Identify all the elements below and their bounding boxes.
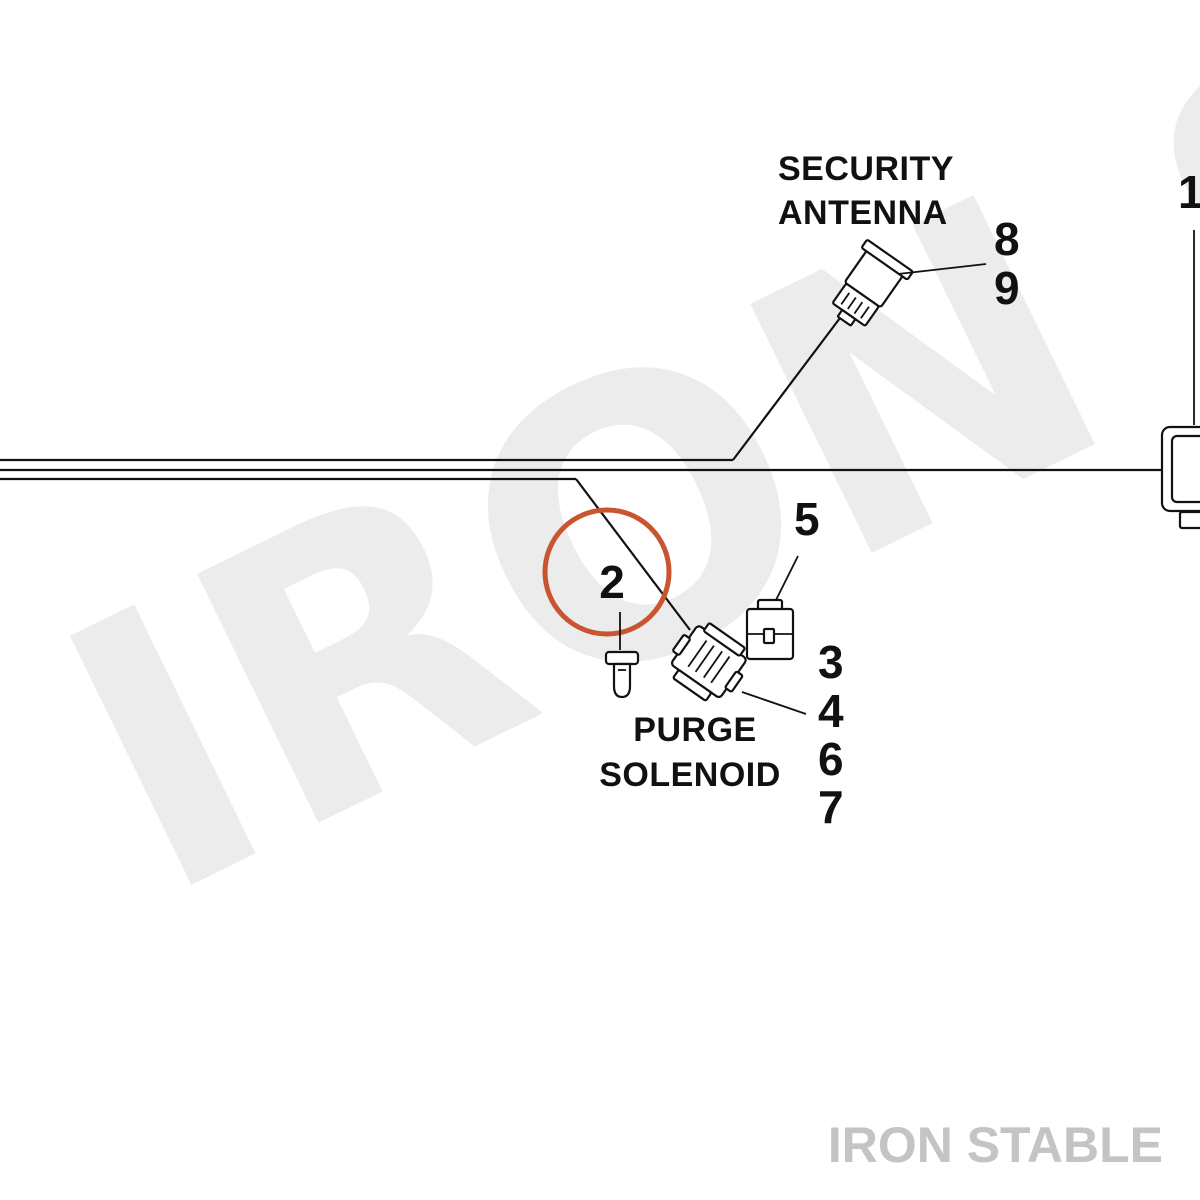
callout-2: 2: [599, 556, 625, 608]
leader-8-9: [897, 263, 987, 275]
security-antenna-label: SECURITY ANTENNA: [778, 150, 954, 232]
purge-solenoid-label: PURGE SOLENOID: [599, 711, 781, 794]
callout-7: 7: [818, 781, 844, 833]
watermark-diagonal: IRON STABLE: [5, 0, 1200, 981]
svg-text:SECURITY: SECURITY: [778, 150, 954, 188]
svg-text:PURGE: PURGE: [633, 711, 756, 749]
antenna-branch-wire: [732, 317, 841, 461]
callout-9: 9: [994, 262, 1020, 314]
right-edge-component: [1160, 230, 1200, 530]
svg-text:ANTENNA: ANTENNA: [778, 194, 948, 232]
connector-plug: [745, 555, 799, 661]
wiring-harness: [0, 458, 1165, 481]
svg-text:IRON STABLE: IRON STABLE: [5, 0, 1200, 981]
svg-text:SOLENOID: SOLENOID: [599, 756, 781, 794]
purge-solenoid-connector: [670, 622, 747, 702]
callout-4: 4: [818, 685, 844, 737]
highlight-circle: [542, 507, 672, 637]
callout-8: 8: [994, 213, 1020, 265]
callout-1: 1: [1178, 166, 1200, 218]
leader-3-4-6-7: [741, 691, 807, 715]
callout-6: 6: [818, 733, 844, 785]
brand-watermark: IRON STABLE: [828, 1117, 1163, 1173]
push-pin-retainer: [604, 612, 640, 699]
callout-5: 5: [794, 493, 820, 545]
callout-3: 3: [818, 636, 844, 688]
solenoid-branch-wire: [575, 478, 691, 631]
security-antenna-connector: [832, 239, 914, 327]
